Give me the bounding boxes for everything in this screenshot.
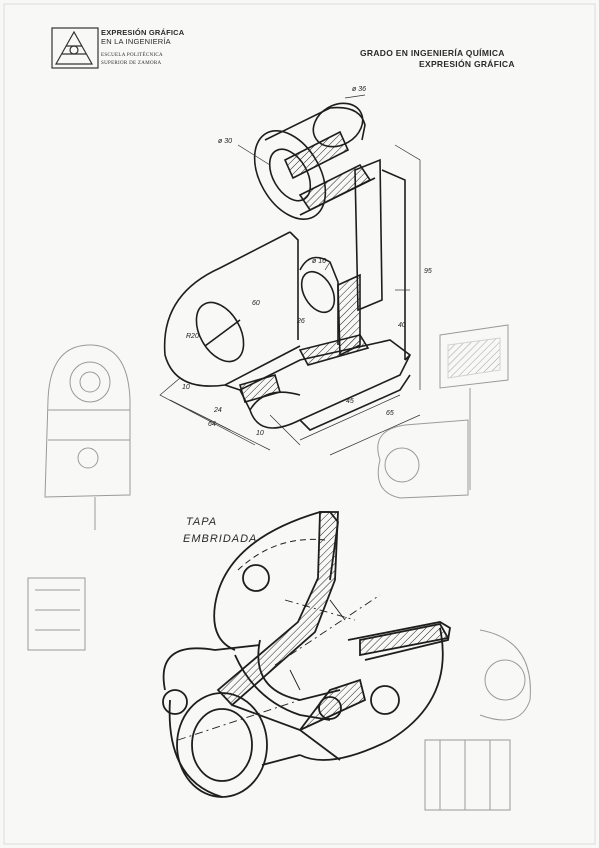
tapa-embridada-drawing [162, 511, 451, 798]
logo-subtitle: EN LA INGENIERÍA [101, 37, 171, 46]
logo-title: EXPRESIÓN GRÁFICA [101, 28, 185, 37]
logo-icon [51, 27, 99, 69]
dim-10b: 10 [256, 430, 264, 437]
pencil-sketch-right [377, 324, 509, 499]
dim-40: 40 [398, 322, 406, 329]
pencil-sketch-bottom-right [424, 629, 531, 811]
pencil-sketch-left [44, 344, 131, 530]
dim-65: 65 [386, 410, 394, 417]
page-border [3, 3, 596, 845]
dim-24: 24 [214, 407, 222, 414]
dim-26: 26 [297, 318, 305, 325]
dim-r20: R20 [186, 333, 199, 340]
degree-title: GRADO EN INGENIERÍA QUÍMICA [360, 48, 505, 58]
dim-d36: ø 36 [352, 86, 367, 93]
logo-school-line2: SUPERIOR DE ZAMORA [101, 61, 162, 66]
dim-d16: ø 16 [312, 258, 327, 265]
logo-school-line1: ESCUELA POLITÉCNICA [101, 53, 163, 58]
subject-title: EXPRESIÓN GRÁFICA [419, 59, 515, 69]
pencil-sketch-bottom-left [27, 577, 86, 651]
drawing2-title-line1: TAPA [186, 516, 218, 528]
dim-60: 60 [252, 300, 260, 307]
drawing2-title-line2: EMBRIDADA [183, 533, 258, 545]
dim-d30: ø 30 [218, 138, 233, 145]
dim-10: 10 [182, 384, 190, 391]
dim-64: 64 [208, 421, 216, 428]
dim-45: 45 [346, 398, 354, 405]
isometric-bracket [163, 102, 412, 431]
dim-95: 95 [424, 268, 432, 275]
dimension-lines-1 [159, 94, 421, 456]
